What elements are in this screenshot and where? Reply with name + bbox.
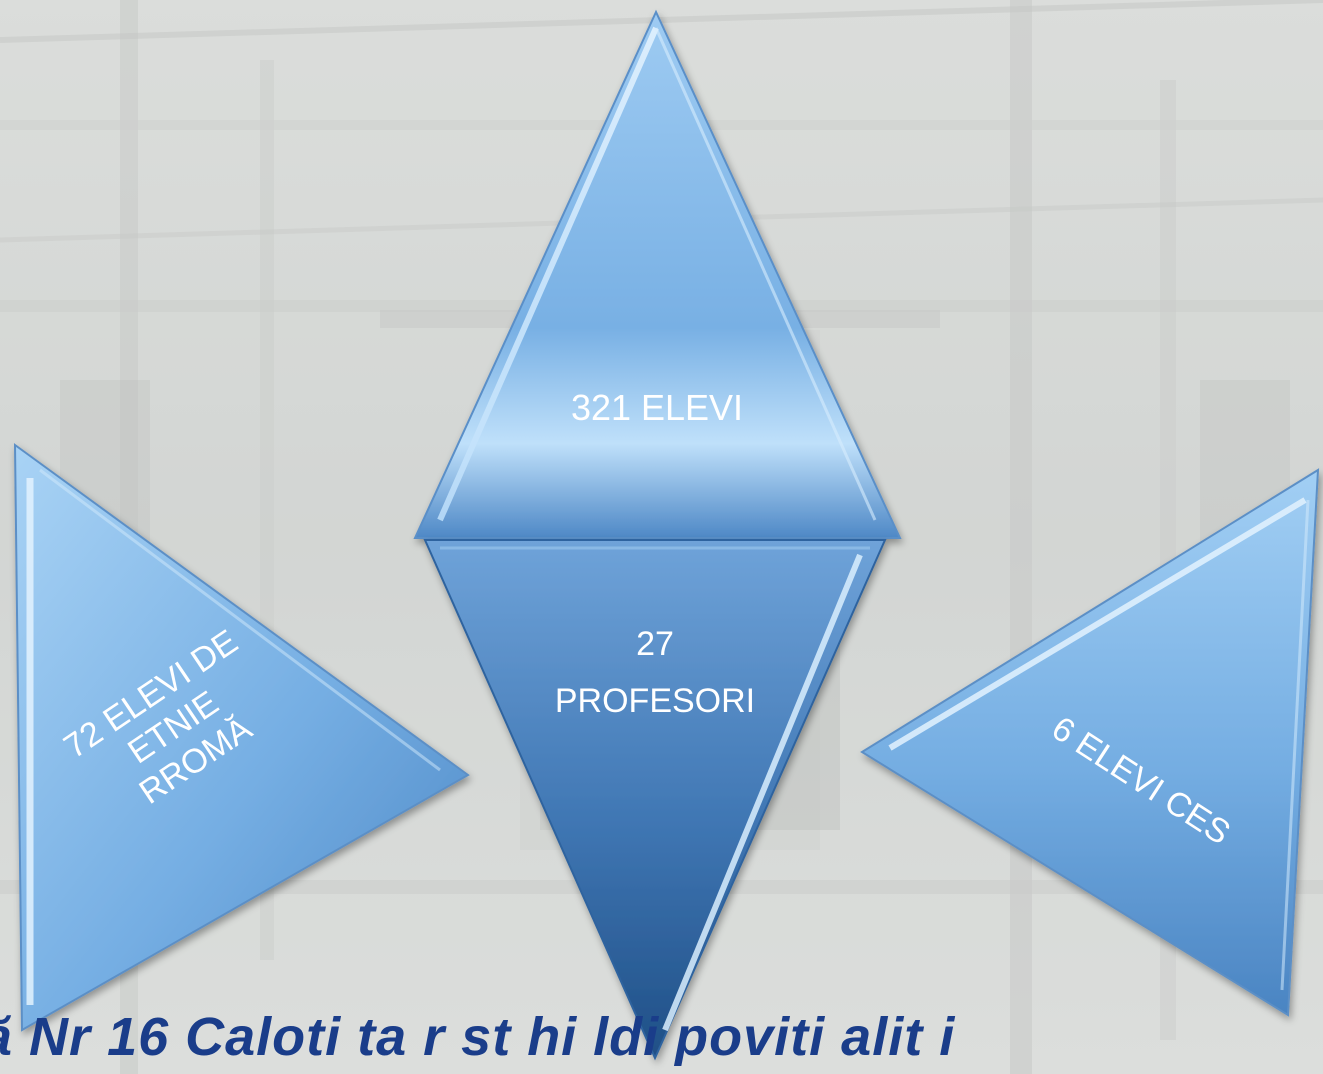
right-triangle — [860, 468, 1320, 1017]
center-triangle — [423, 539, 887, 1061]
left-triangle — [13, 443, 470, 1032]
top-triangle-label: 321 ELEVI — [571, 387, 743, 428]
center-triangle-label-number: 27 — [636, 625, 674, 663]
figure-caption: ră Nr 16 Caloti ta r st hi ldi poviti al… — [0, 1007, 956, 1067]
center-triangle-label-text: PROFESORI — [555, 682, 755, 720]
top-triangle — [413, 9, 902, 539]
